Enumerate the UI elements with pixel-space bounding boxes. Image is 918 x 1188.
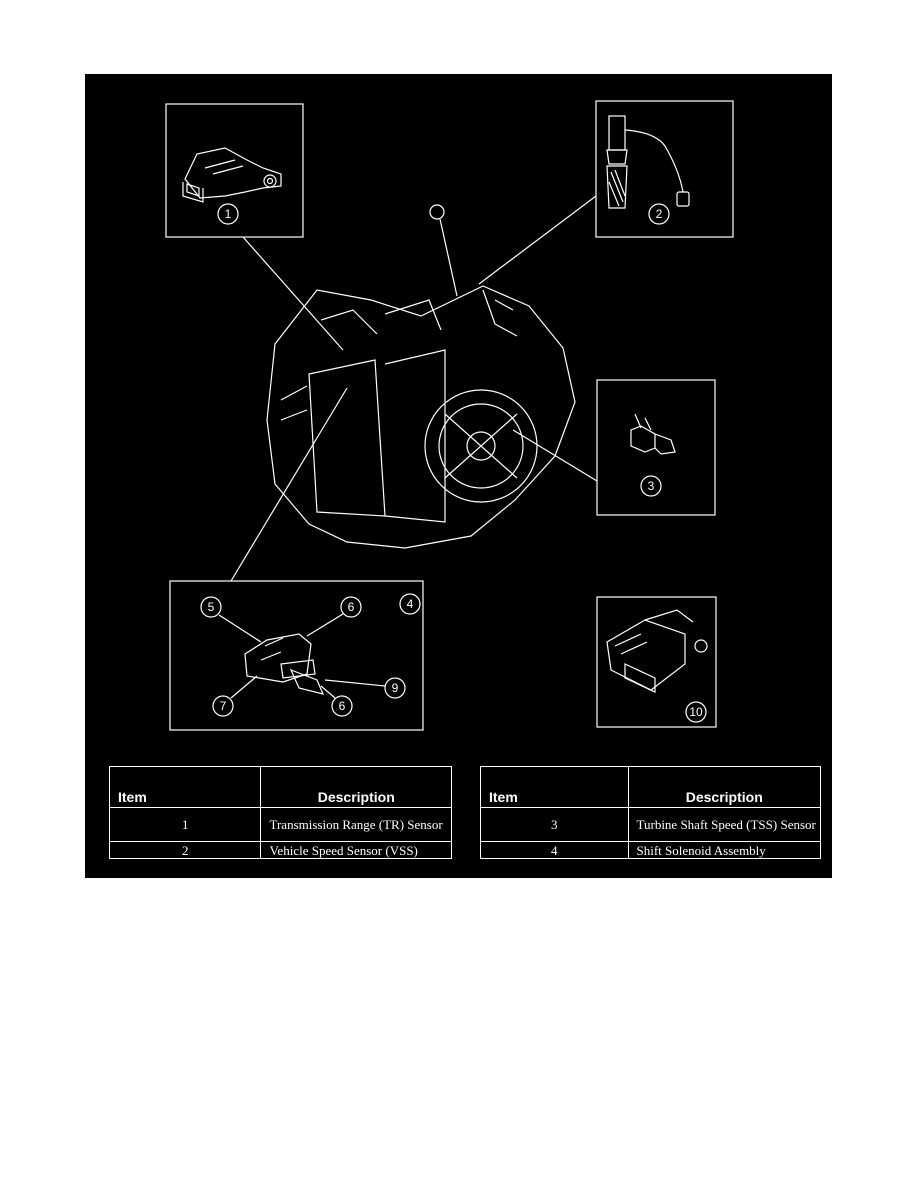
table-header-row: Item Description <box>480 766 821 808</box>
callout-1: 1 <box>225 207 232 221</box>
diagram-panel: 1 2 3 <box>85 74 832 878</box>
header-item: Item <box>480 766 629 808</box>
table-row: 1 Transmission Range (TR) Sensor <box>108 807 452 842</box>
parts-table-left: Item Description 1 Transmission Range (T… <box>108 766 452 859</box>
header-description: Description <box>627 766 821 808</box>
callout-4: 4 <box>407 597 414 611</box>
row-item: 1 <box>108 807 262 842</box>
solenoid-body-inset: 10 <box>596 596 717 728</box>
row-item: 3 <box>480 807 629 842</box>
row-description: Turbine Shaft Speed (TSS) Sensor <box>627 807 821 842</box>
header-description: Description <box>260 766 452 808</box>
callout-9: 9 <box>392 681 399 695</box>
header-item: Item <box>108 766 262 808</box>
callout-10: 10 <box>689 705 703 719</box>
shift-solenoid-inset: 5 6 4 7 6 9 <box>169 580 424 731</box>
parts-table-right: Item Description 3 Turbine Shaft Speed (… <box>480 766 821 859</box>
row-item: 2 <box>108 841 262 859</box>
tss-inset: 3 <box>596 379 716 516</box>
row-description: Vehicle Speed Sensor (VSS) <box>260 841 452 859</box>
transmission-diagram: 1 2 3 <box>165 100 734 731</box>
callout-3: 3 <box>648 479 655 493</box>
callout-5: 5 <box>208 600 215 614</box>
callout-6a: 6 <box>348 600 355 614</box>
callout-7: 7 <box>220 699 227 713</box>
row-description: Transmission Range (TR) Sensor <box>260 807 452 842</box>
table-row: 2 Vehicle Speed Sensor (VSS) <box>108 841 452 859</box>
row-description: Shift Solenoid Assembly <box>627 841 821 859</box>
table-header-row: Item Description <box>108 766 452 808</box>
table-row: 3 Turbine Shaft Speed (TSS) Sensor <box>480 807 821 842</box>
vss-inset: 2 <box>595 100 734 238</box>
callout-6b: 6 <box>339 699 346 713</box>
table-row: 4 Shift Solenoid Assembly <box>480 841 821 859</box>
tr-sensor-inset: 1 <box>165 103 304 238</box>
row-item: 4 <box>480 841 629 859</box>
transmission-drawing <box>266 204 576 549</box>
callout-2: 2 <box>656 207 663 221</box>
